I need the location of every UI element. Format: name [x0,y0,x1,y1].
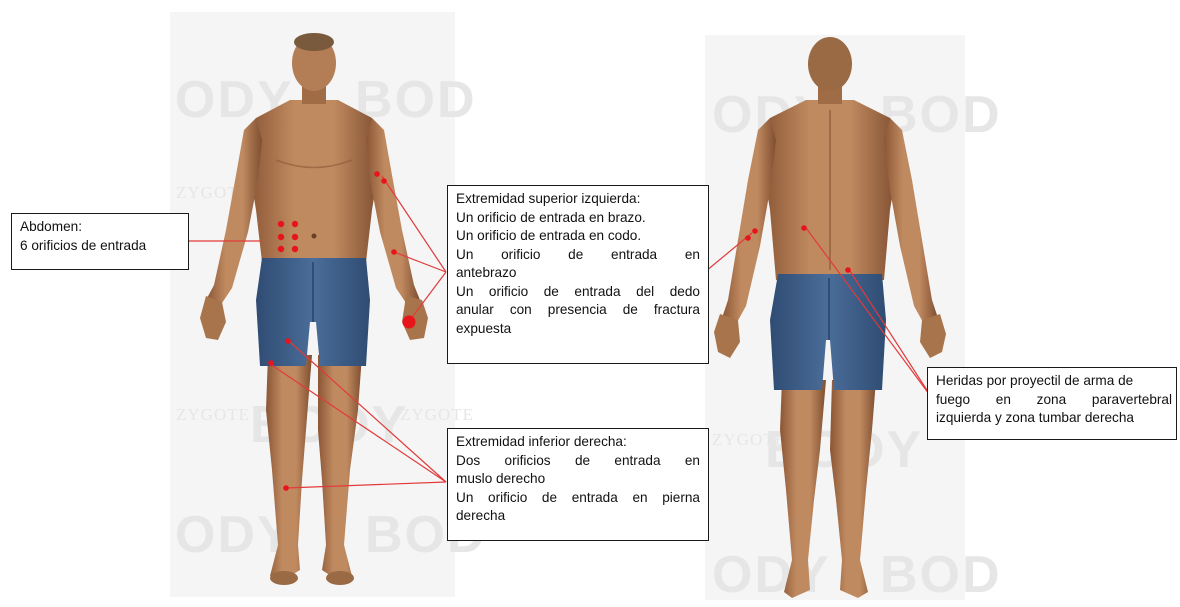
callout-lower-limb-title: Extremidad inferior derecha: [456,433,700,452]
back-right-arm [722,118,776,324]
wound-marker [845,267,851,273]
back-left-leg [830,380,876,598]
callout-upper-limb-line: Un orificio de entrada del dedo [456,283,700,302]
wound-marker [285,338,291,344]
wound-marker [374,171,380,177]
back-left-hand [920,314,946,358]
wound-marker [403,316,416,329]
callout-lower-limb: Extremidad inferior derecha: Dos orifici… [447,428,709,541]
wound-marker [752,228,758,234]
front-left-leg [318,355,362,582]
callout-lower-limb-line: muslo derecho [456,470,700,489]
back-right-hand [714,314,740,358]
callout-upper-limb-line: Un orificio de entrada en brazo. [456,209,700,228]
back-right-leg [780,380,826,598]
wound-marker [745,235,751,241]
callout-upper-limb-line: expuesta [456,320,700,339]
callout-back-line: izquierda y zona tumbar derecha [936,409,1172,428]
front-right-leg [266,355,312,582]
leader-line [290,342,446,482]
wound-marker [278,246,284,252]
callout-back: Heridas por proyectil de arma de fuego e… [927,367,1177,440]
wound-marker [292,234,298,240]
wound-marker [283,485,289,491]
callout-upper-limb-title: Extremidad superior izquierda: [456,190,700,209]
front-figure [200,33,428,585]
front-right-arm [206,118,262,306]
callout-abdomen-title: Abdomen: [20,218,180,237]
callout-upper-limb: Extremidad superior izquierda: Un orific… [447,185,709,364]
callout-lower-limb-line: Dos orificios de entrada en [456,452,700,471]
wound-marker [381,178,387,184]
callout-abdomen: Abdomen: 6 orificios de entrada [11,213,189,270]
callout-upper-limb-line: Un orificio de entrada en codo. [456,227,700,246]
back-shorts [770,274,886,390]
callout-upper-limb-line: antebrazo [456,264,700,283]
back-head [808,37,852,91]
callout-abdomen-line: 6 orificios de entrada [20,237,180,256]
wound-marker [292,246,298,252]
back-figure [714,37,946,598]
callout-lower-limb-line: derecha [456,507,700,526]
callout-upper-limb-line: anular con presencia de fractura [456,301,700,320]
wound-marker [391,249,397,255]
callout-upper-limb-line: Un orificio de entrada en [456,246,700,265]
front-right-foot [270,571,298,585]
front-left-arm [366,118,420,306]
front-right-hand [200,296,226,340]
front-hair [294,33,334,51]
wound-marker [278,221,284,227]
wound-marker [801,225,807,231]
leader-line [286,482,446,488]
front-navel [312,234,317,239]
callout-lower-limb-line: Un orificio de entrada en pierna [456,489,700,508]
callout-back-line: fuego en zona paravertebral [936,391,1172,410]
wound-marker [292,221,298,227]
callout-back-line: Heridas por proyectil de arma de [936,372,1172,391]
wound-marker [278,234,284,240]
back-left-arm [884,118,938,324]
wound-marker [268,360,274,366]
front-left-foot [326,571,354,585]
